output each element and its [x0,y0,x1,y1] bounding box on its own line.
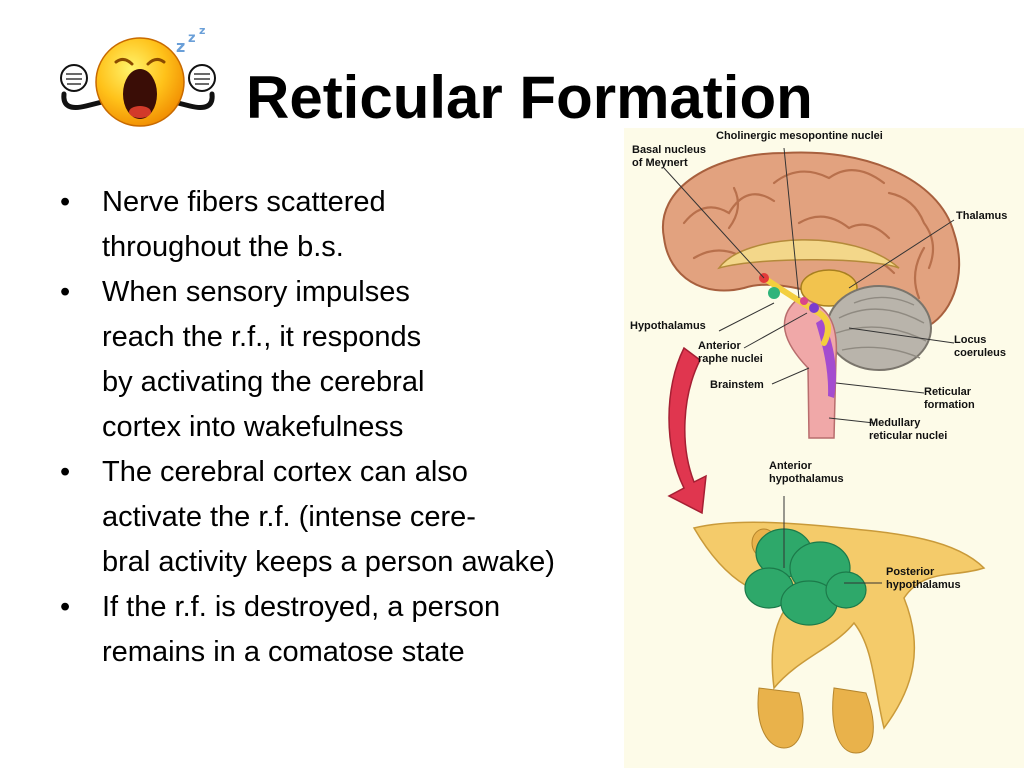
bullet-text-line: The cerebral cortex can also [102,456,468,488]
bullet-item: • If the r.f. is destroyed, a person rem… [58,585,658,675]
brain-illustration: Cholinergic mesopontine nuclei Basal nuc… [624,128,1024,768]
bullet-text-line: bral activity keeps a person awake) [102,546,555,578]
leader-lines [663,147,955,424]
bullet-text-line: When sensory impulses [102,276,410,308]
svg-text:z: z [176,37,185,56]
label-thalamus: Thalamus [956,210,1008,222]
hypothalamus-green-nuclei [744,528,867,626]
bullet-list: • Nerve fibers scattered throughout the … [58,180,658,675]
bullet-marker: • [60,456,71,488]
svg-text:z: z [188,31,196,46]
yawning-emoji-icon: z z z [60,24,216,127]
bullet-text-line: throughout the b.s. [102,231,344,263]
bullet-text-line: If the r.f. is destroyed, a person [102,591,501,623]
bullet-marker: • [60,186,71,218]
brain-diagram [661,147,986,754]
bullet-item: • When sensory impulses reach the r.f., … [58,270,658,450]
transition-arrow [667,346,707,515]
bullet-text-line: by activating the cerebral [102,366,425,398]
bullet-text-line: cortex into wakefulness [102,411,404,443]
bullet-text-line: activate the r.f. (intense cere- [102,501,476,533]
bullet-text-line: remains in a comatose state [102,636,465,668]
bullet-item: • The cerebral cortex can also activate … [58,450,658,585]
bullet-text-line: Nerve fibers scattered [102,186,386,218]
bullet-marker: • [60,591,71,623]
label-cholinergic: Cholinergic mesopontine nuclei [716,130,883,142]
svg-text:z: z [199,24,205,37]
bullet-marker: • [60,276,71,308]
label-brainstem: Brainstem [710,379,764,391]
label-hypothalamus: Hypothalamus [630,320,706,332]
bullet-text-line: reach the r.f., it responds [102,321,422,353]
bullet-item: • Nerve fibers scattered throughout the … [58,180,658,270]
slide-title: Reticular Formation [246,64,813,131]
